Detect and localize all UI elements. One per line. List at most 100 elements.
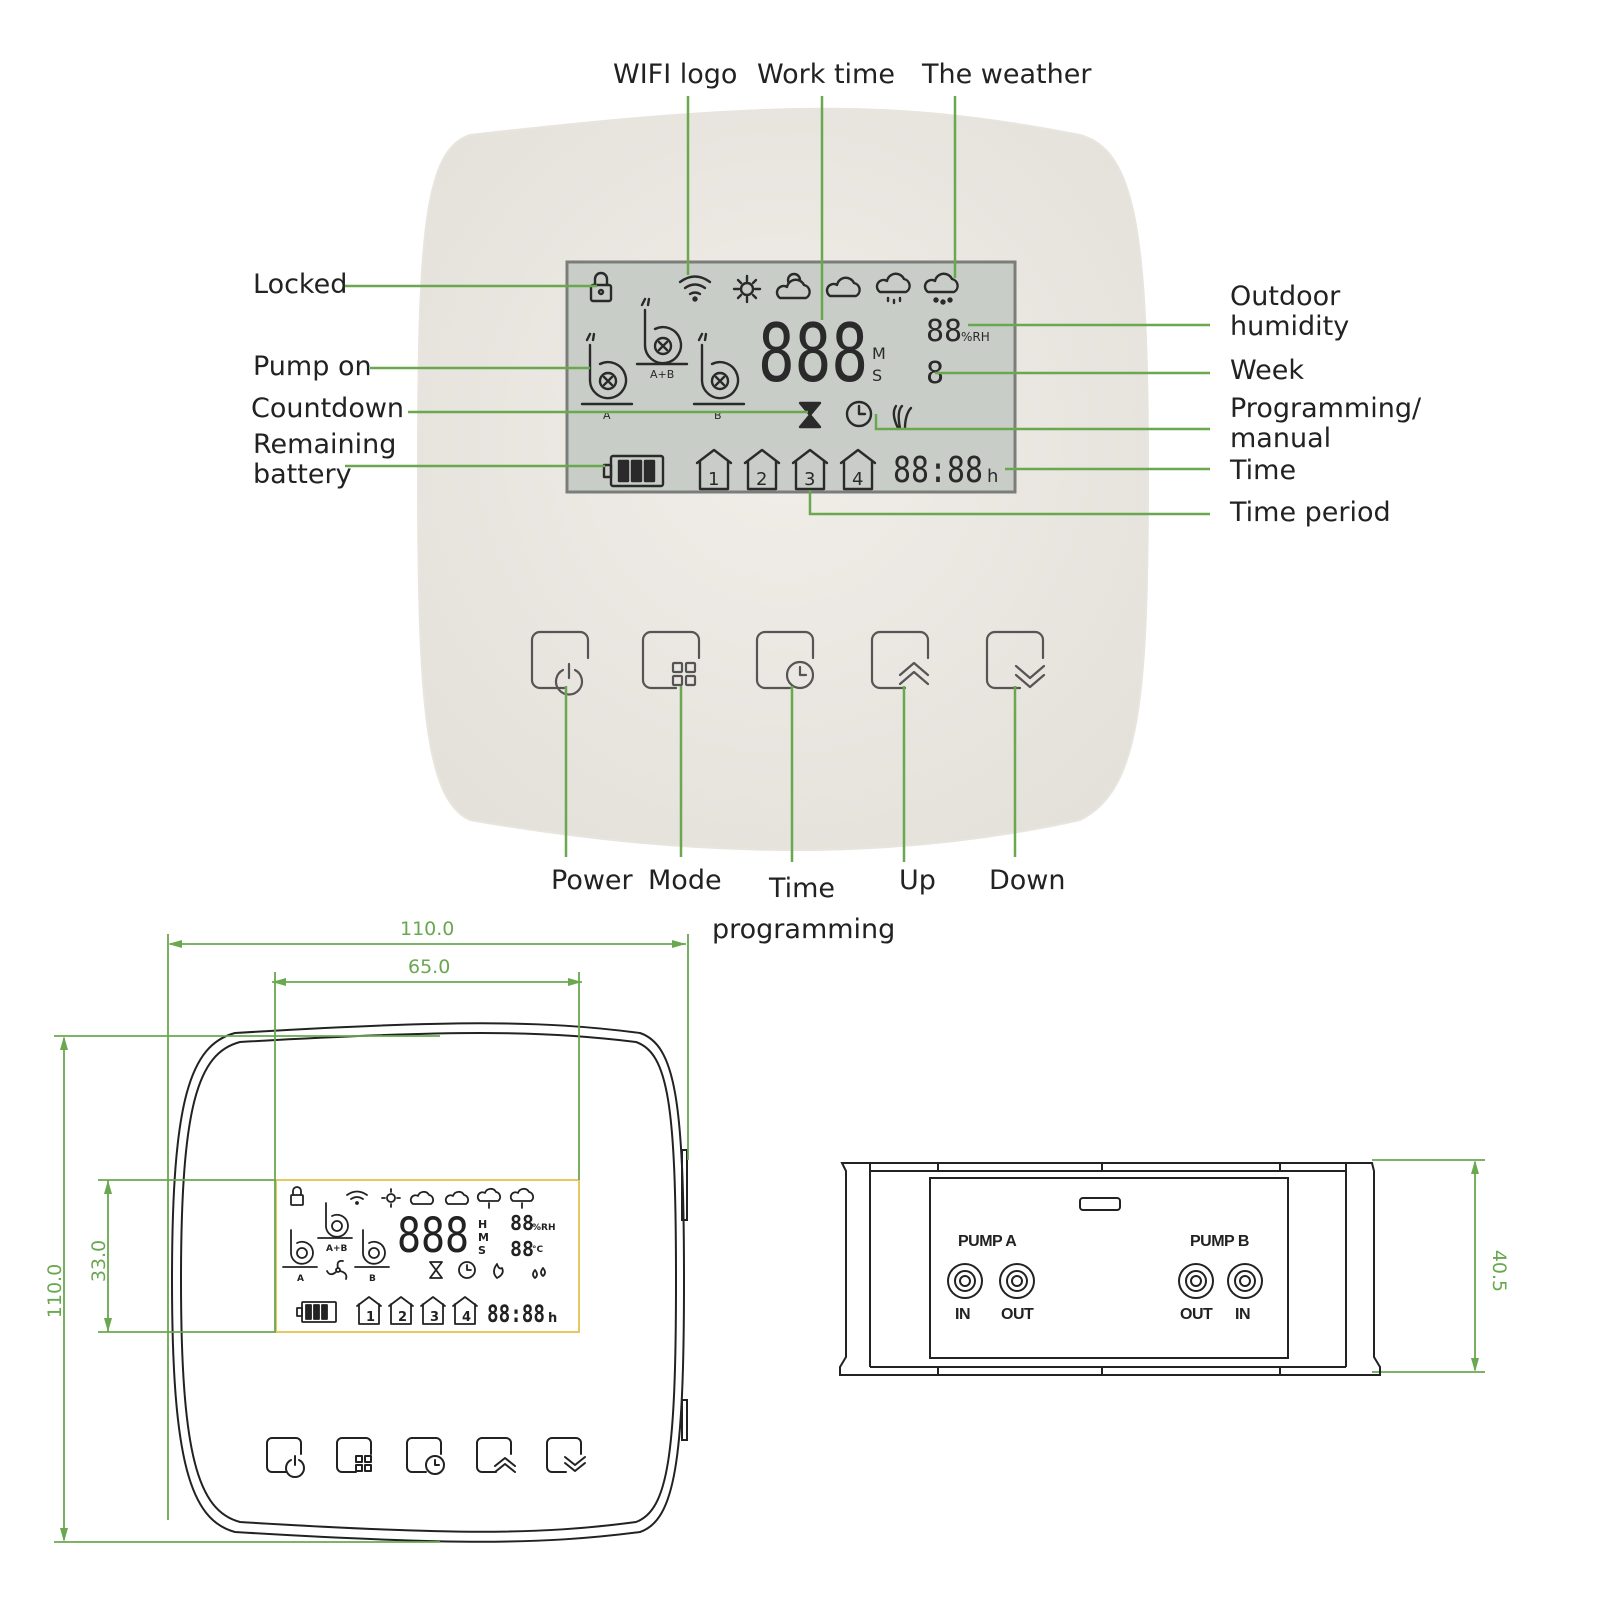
drawing-period-2: 2 [398,1310,407,1325]
pump-a-out-label: OUT [1001,1306,1034,1323]
drawing-flame-icon [493,1263,504,1279]
pump-a-out-jack [999,1263,1035,1299]
drawing-pump-ab-label: A+B [326,1244,348,1254]
drawing-rain-icon [476,1187,501,1209]
pump-b-in-label: IN [1235,1306,1251,1323]
label-week: Week [1230,355,1304,386]
down-button[interactable] [985,630,1046,690]
drawing-period-1-icon [356,1296,382,1325]
drawing-humidity-unit: %RH [532,1223,555,1233]
label-outdoor-humidity: Outdoor humidity [1230,281,1350,342]
drawing-droplets-icon [532,1267,546,1279]
lock-icon [589,271,613,303]
lcd-screen [565,260,1017,494]
lcd-period-4: 4 [852,469,863,490]
period-2-icon [743,448,781,491]
rain-icon [875,272,911,305]
lcd-pump-ab-label: A+B [650,368,674,381]
lcd-period-3: 3 [804,469,815,490]
wifi-icon [678,275,712,302]
lcd-humidity-unit: %RH [961,330,990,344]
cloud-icon [825,276,861,298]
drawing-chevron-up-icon [494,1457,516,1473]
dim-depth-label: 40.5 [1488,1249,1511,1293]
label-mode: Mode [648,865,722,896]
clock-icon [785,660,815,690]
drawing-main-digits: 888 [397,1208,469,1264]
lcd-clock: 88:88 [893,450,983,491]
pump-b-in-jack [1227,1263,1263,1299]
lcd-pump-a-label: A [603,409,611,422]
drawing-clock: 88:88 [487,1300,545,1328]
label-up: Up [899,865,936,896]
chevron-down-icon [1014,664,1046,689]
period-1-icon [695,448,733,491]
drawing-fan-icon [326,1259,348,1280]
drawing-period-4: 4 [462,1310,471,1325]
label-time-period: Time period [1230,497,1391,528]
period-4-icon [839,448,877,491]
drawing-power-button [266,1437,305,1479]
label-programming-manual: Programming/ manual [1230,393,1422,454]
side-body [839,1162,1381,1376]
drawing-body-inner [179,1032,678,1533]
side-port-panel [929,1177,1289,1359]
label-wifi-logo: WIFI logo [613,59,738,90]
label-countdown: Countdown [251,393,405,424]
drawing-body-outer [170,1022,686,1543]
label-pump-on: Pump on [253,351,372,382]
drawing-clock-icon [458,1261,476,1279]
lcd-period-2: 2 [756,469,767,490]
drawing-unit-h: H [478,1218,487,1231]
up-button[interactable] [870,630,930,690]
drawing-period-1: 1 [366,1310,375,1325]
drawing-battery-icon [296,1301,337,1323]
pump-b-out-label: OUT [1180,1306,1213,1323]
snow-icon [923,272,959,305]
drawing-up-button [476,1437,516,1473]
lcd-unit-s: S [872,366,882,385]
lcd-pump-b-label: B [714,409,722,422]
drawing-lock-icon [290,1186,304,1206]
lcd-clock-unit: h [987,466,998,487]
chevron-up-icon [898,661,930,686]
drawing-power-icon [285,1455,305,1479]
usb-port-icon [1079,1197,1121,1211]
drawing-snow-icon [509,1187,534,1209]
label-remaining-battery: Remaining battery [253,429,397,490]
drawing-pump-b-icon [354,1229,390,1268]
hourglass-icon [798,401,822,429]
pump-ab-icon [635,297,689,366]
pump-a-in-jack [947,1263,983,1299]
drawing-unit-s: S [478,1244,486,1257]
drawing-partly-cloudy-icon [409,1190,434,1205]
drawing-clock-unit: h [548,1311,557,1326]
time-programming-button[interactable] [755,630,815,690]
drawing-period-4-icon [452,1296,478,1325]
mode-button[interactable] [641,630,701,690]
pump-a-in-label: IN [955,1306,971,1323]
drawing-down-button [546,1437,586,1473]
lcd-unit-m: M [872,344,886,363]
drawing-cloud-icon [444,1190,469,1205]
drawing-side-tab-top [681,1149,688,1221]
power-button[interactable] [530,630,590,696]
sun-icon [732,274,762,304]
label-down: Down [989,865,1066,896]
drawing-pump-ab-icon [317,1202,353,1239]
drawing-sun-icon [381,1188,401,1208]
drawing-grid-icon [355,1455,372,1472]
label-power: Power [551,865,633,896]
pump-a-icon [580,332,634,406]
battery-icon [602,454,665,488]
label-time: Time [1230,455,1297,486]
pump-b-icon [692,332,746,406]
pump-b-label: PUMP B [1190,1233,1249,1250]
drawing-pump-a-label: A [297,1274,304,1284]
drawing-side-tab-bottom [681,1399,688,1441]
label-locked: Locked [253,269,348,300]
drawing-period-3: 3 [430,1310,439,1325]
drawing-temp-digits: 88 [510,1237,534,1261]
drawing-hourglass-icon [429,1261,443,1279]
